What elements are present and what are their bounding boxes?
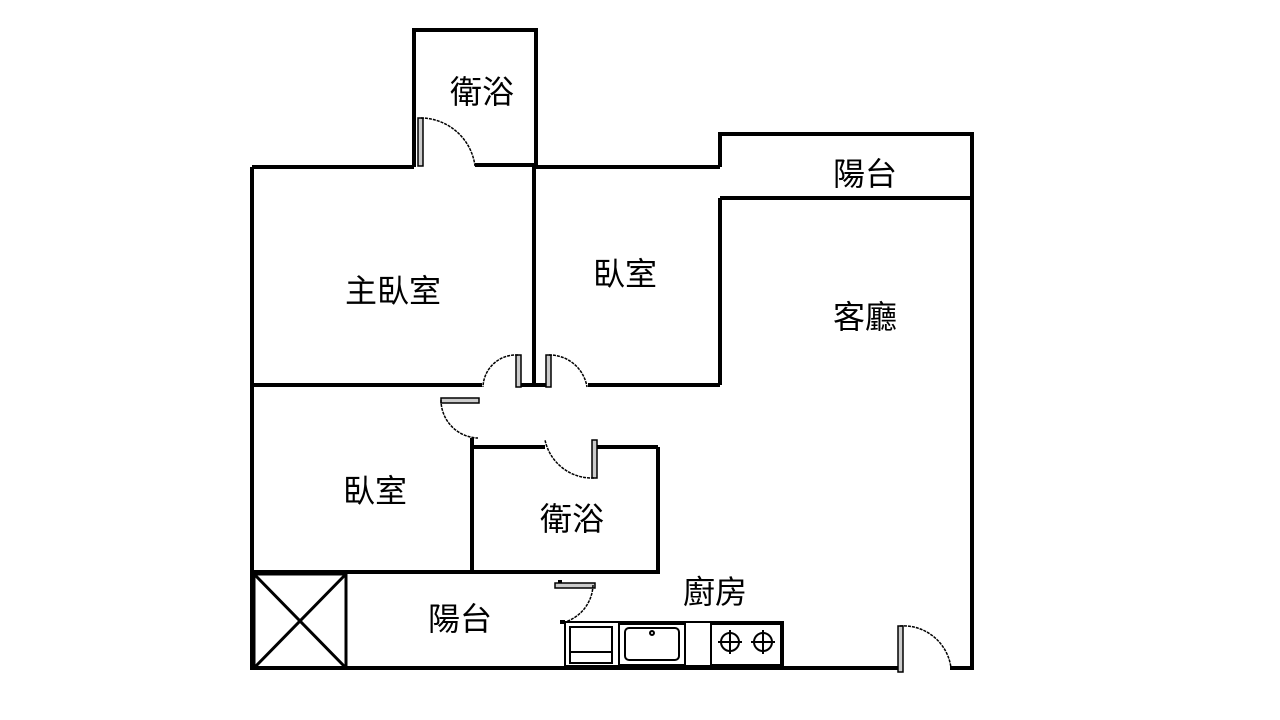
room-label-living-room: 客廳: [832, 298, 898, 336]
fridge: [569, 626, 613, 664]
walls: [250, 28, 974, 670]
room-label-bedroom-top: 臥室: [592, 255, 658, 293]
door-leaf: [417, 117, 424, 167]
kitchen-counter: [564, 621, 784, 667]
room-label-bath-bottom: 衛浴: [539, 500, 605, 538]
room-label-bath-top: 衛浴: [449, 73, 515, 111]
room-label-balcony-bottom: 陽台: [427, 600, 493, 638]
storage-box: [252, 572, 348, 670]
doors: [417, 117, 952, 673]
room-label-master-bedroom: 主臥室: [344, 272, 442, 310]
room-label-kitchen: 廚房: [682, 573, 748, 611]
room-label-bedroom-bottom: 臥室: [342, 472, 408, 510]
room-label-balcony-top: 陽台: [832, 155, 898, 193]
